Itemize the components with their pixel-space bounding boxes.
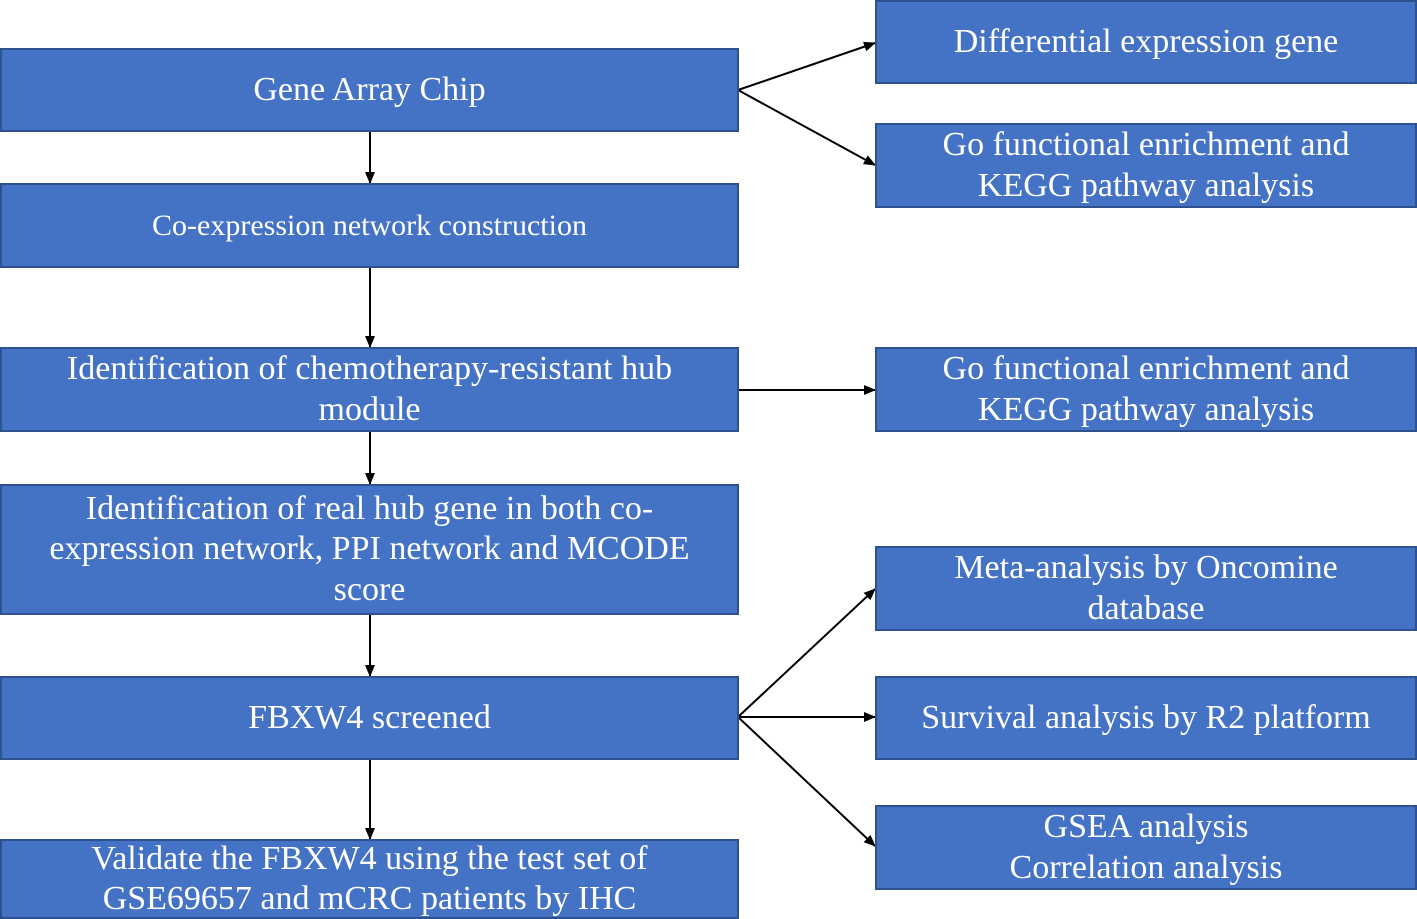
result-line: Meta-analysis by Oncomine: [954, 549, 1338, 587]
arrow-step5-to-right4: [737, 588, 876, 718]
step-identify-real-hub-gene: Identification of real hub gene in both …: [0, 484, 739, 615]
result-line: GSEA analysis: [1043, 808, 1249, 846]
result-gsea-correlation: GSEA analysis Correlation analysis: [875, 805, 1417, 890]
result-line: Correlation analysis: [1009, 848, 1283, 886]
arrow-step5-to-right6: [737, 716, 876, 847]
result-line: KEGG pathway analysis: [977, 166, 1315, 204]
result-go-kegg-2: Go functional enrichment and KEGG pathwa…: [875, 347, 1417, 432]
step-line: GSE69657 and mCRC patients by IHC: [102, 880, 637, 917]
step-coexpression-network: Co-expression network construction: [0, 183, 739, 268]
step-line: Co-expression network construction: [152, 208, 587, 242]
result-go-kegg-1: Go functional enrichment and KEGG pathwa…: [875, 123, 1417, 208]
step-line: Gene Array Chip: [253, 70, 486, 108]
step-line: score: [333, 570, 406, 608]
result-line: Differential expression gene: [953, 22, 1339, 60]
result-line: database: [1087, 589, 1205, 627]
step-line: Identification of real hub gene in both …: [85, 490, 654, 528]
result-line: KEGG pathway analysis: [977, 390, 1315, 428]
result-differential-expression: Differential expression gene: [875, 0, 1417, 84]
step-line: Validate the FBXW4 using the test set of: [91, 839, 648, 877]
arrow-step1-to-right1: [737, 41, 876, 91]
step-identify-hub-module: Identification of chemotherapy-resistant…: [0, 347, 739, 432]
step-line: expression network, PPI network and MCOD…: [49, 530, 690, 568]
result-line: Go functional enrichment and: [942, 126, 1350, 164]
result-meta-analysis: Meta-analysis by Oncomine database: [875, 546, 1417, 631]
step-validate-fbxw4: Validate the FBXW4 using the test set of…: [0, 839, 739, 919]
step-line: module: [318, 390, 421, 428]
step-gene-array-chip: Gene Array Chip: [0, 48, 739, 132]
result-line: Survival analysis by R2 platform: [921, 698, 1371, 736]
result-line: Go functional enrichment and: [942, 350, 1350, 388]
step-line: FBXW4 screened: [248, 698, 491, 736]
arrow-step1-to-right2: [737, 89, 876, 166]
result-survival-analysis: Survival analysis by R2 platform: [875, 676, 1417, 760]
step-line: Identification of chemotherapy-resistant…: [66, 350, 673, 388]
step-fbxw4-screened: FBXW4 screened: [0, 676, 739, 760]
